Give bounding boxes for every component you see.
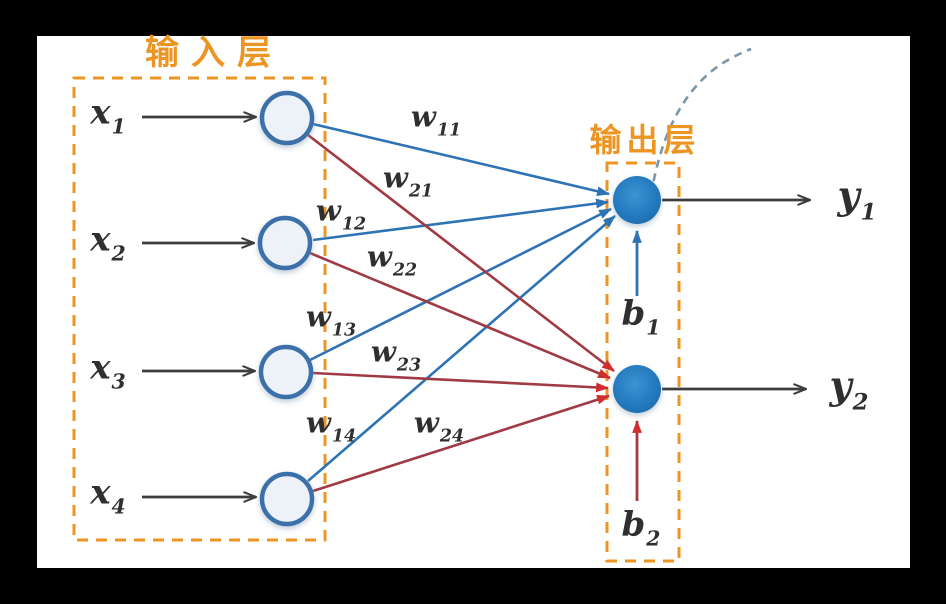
weight-label-w24: w24 (413, 405, 465, 447)
weight-line-w11 (312, 122, 611, 197)
weight-line-w13 (309, 207, 612, 362)
weight-line-w12 (312, 198, 610, 242)
input-label-x2: x2 (90, 219, 126, 266)
input-layer-box (72, 76, 327, 542)
weight-line-w23 (312, 371, 610, 393)
input-label-x1: x1 (90, 92, 126, 139)
red-weight-lines (307, 133, 615, 493)
diagram-canvas (37, 36, 910, 568)
input-nodes (257, 90, 315, 527)
weight-line-w21 (307, 133, 615, 373)
weight-label-w12: w12 (315, 193, 367, 235)
input-node-2 (257, 215, 313, 271)
output-label-y1: y1 (837, 172, 877, 225)
output-layer-title: 输出层 (589, 121, 701, 159)
weight-label-w11: w11 (410, 99, 462, 141)
dashed-curve (649, 47, 752, 196)
output-nodes (613, 176, 661, 413)
input-label-x4: x4 (90, 472, 126, 519)
weight-label-w13: w13 (305, 299, 357, 341)
bias-label-b1: b1 (621, 293, 661, 340)
input-node-4 (259, 471, 315, 527)
input-layer-title: 输入层 (145, 33, 283, 73)
bias-label-b2: b2 (621, 504, 661, 551)
weight-line-w14 (307, 215, 616, 482)
weight-label-w23: w23 (370, 334, 422, 376)
blue-weight-lines (307, 122, 616, 482)
weight-label-w14: w14 (305, 405, 357, 447)
weight-label-w21: w21 (382, 160, 434, 202)
output-node-2 (613, 365, 661, 413)
output-node-1 (613, 176, 661, 224)
weight-line-w24 (312, 394, 611, 493)
output-label-y2: y2 (829, 362, 869, 415)
input-arrows (142, 117, 256, 497)
input-node-3 (258, 344, 314, 400)
weight-label-w22: w22 (366, 239, 418, 281)
input-node-1 (259, 90, 315, 146)
input-label-x3: x3 (90, 347, 126, 394)
weight-line-w22 (309, 251, 611, 380)
